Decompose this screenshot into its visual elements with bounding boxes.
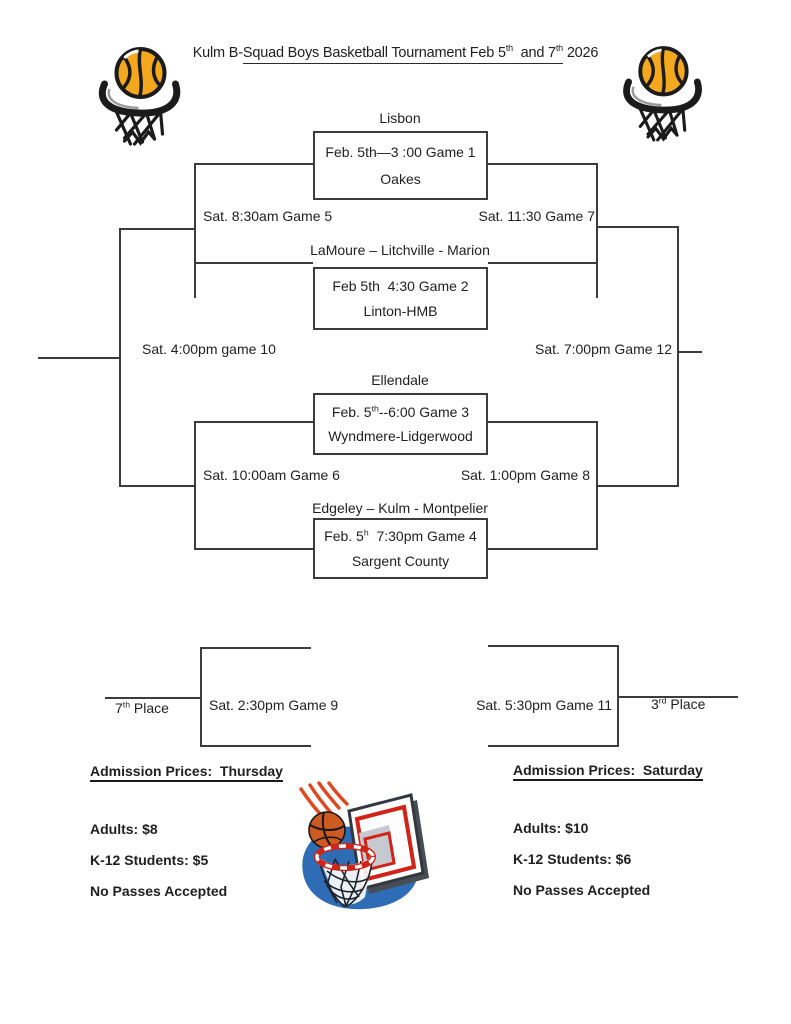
line-game12-vertical [677, 226, 679, 487]
game10-label: Sat. 4:00pm game 10 [142, 341, 276, 357]
line-game2-right-out [488, 262, 597, 264]
game9-label: Sat. 2:30pm Game 9 [209, 697, 339, 713]
rim [314, 843, 376, 871]
game5-label: Sat. 8:30am Game 5 [203, 208, 333, 224]
line-game9-vertical [200, 647, 202, 747]
game3-info: Feb. 5th--6:00 Game 3 [331, 403, 470, 420]
basketball-hoop-icon-left [94, 44, 185, 149]
place3-label: 3rd Place [651, 695, 706, 712]
admission-thursday-students: K-12 Students: $5 [90, 852, 209, 868]
seed-ellendale: Ellendale [371, 372, 429, 388]
game3-team: Wyndmere-Lidgerwood [328, 428, 473, 445]
line-game3-right-out [488, 421, 597, 423]
game2-team: Linton-HMB [363, 303, 438, 319]
page-title: Kulm B-Squad Boys Basketball Tournament … [0, 44, 791, 64]
line-game5-vertical [194, 163, 196, 298]
line-game10-out [38, 357, 120, 359]
line-game11-top [488, 645, 618, 647]
line-game11-bottom [488, 745, 618, 747]
game1-info: Feb. 5th—3 :00 Game 1 [325, 144, 476, 160]
game1-team: Oakes [380, 171, 421, 187]
line-game1-left-out [195, 163, 313, 165]
seed-lisbon: Lisbon [379, 110, 421, 126]
line-game8-out [596, 485, 679, 487]
seed-lamoure: LaMoure – Litchville - Marion [310, 242, 490, 258]
game2-box: Feb 5th 4:30 Game 2 Linton-HMB [313, 267, 488, 330]
game12-label: Sat. 7:00pm Game 12 [535, 341, 672, 357]
game1-box: Feb. 5th—3 :00 Game 1 Oakes [313, 131, 488, 200]
line-game4-left-out [195, 548, 313, 550]
game11-label: Sat. 5:30pm Game 11 [476, 697, 612, 713]
admission-saturday-heading: Admission Prices: Saturday [513, 762, 703, 781]
title-part4: 2026 [562, 45, 599, 61]
place7-label: 7th Place [115, 699, 169, 716]
admission-saturday-adults: Adults: $10 [513, 820, 589, 836]
line-place7 [105, 697, 201, 699]
game7-label: Sat. 11:30 Game 7 [478, 208, 595, 224]
line-game7-vertical [596, 163, 598, 298]
line-game7-out [596, 226, 679, 228]
line-game5-out [120, 228, 196, 230]
line-game3-left-out [195, 421, 313, 423]
game2-info: Feb 5th 4:30 Game 2 [332, 278, 469, 294]
line-game2-left-out [195, 262, 313, 264]
basketball-hoop-icon-right [619, 42, 706, 146]
admission-saturday-students: K-12 Students: $6 [513, 851, 632, 867]
admission-thursday-passes: No Passes Accepted [90, 883, 228, 899]
game8-label: Sat. 1:00pm Game 8 [460, 467, 590, 483]
seed-edgeley: Edgeley – Kulm - Montpelier [312, 500, 488, 516]
basketball-backboard-icon [299, 781, 429, 910]
game4-info: Feb. 5h 7:30pm Game 4 [324, 527, 477, 545]
admission-thursday-adults: Adults: $8 [90, 821, 158, 837]
line-game4-right-out [488, 548, 597, 550]
admission-thursday-panel: Admission Prices: Thursday Adults: $8 K-… [90, 763, 283, 899]
game3-box: Feb. 5th--6:00 Game 3 Wyndmere-Lidgerwoo… [313, 393, 488, 455]
title-underlined: Squad Boys Basketball Tournament Feb 5th… [242, 44, 563, 64]
line-place3 [617, 696, 738, 698]
admission-thursday-heading: Admission Prices: Thursday [90, 763, 283, 782]
admission-saturday-panel: Admission Prices: Saturday Adults: $10 K… [513, 762, 703, 898]
line-game6-out [120, 485, 196, 487]
admission-saturday-passes: No Passes Accepted [513, 882, 651, 898]
line-game9-bottom [200, 745, 311, 747]
basketball [308, 811, 346, 849]
line-game10-vertical [119, 228, 121, 487]
backboard-inner-square [363, 831, 396, 871]
game4-team: Sargent County [351, 552, 450, 569]
game6-label: Sat. 10:00am Game 6 [203, 467, 340, 483]
title-part1: Kulm B- [192, 45, 243, 61]
line-game12-out [677, 351, 702, 353]
game4-box: Feb. 5h 7:30pm Game 4 Sargent County [313, 518, 488, 579]
line-game1-right-out [488, 163, 597, 165]
line-game9-top [200, 647, 311, 649]
